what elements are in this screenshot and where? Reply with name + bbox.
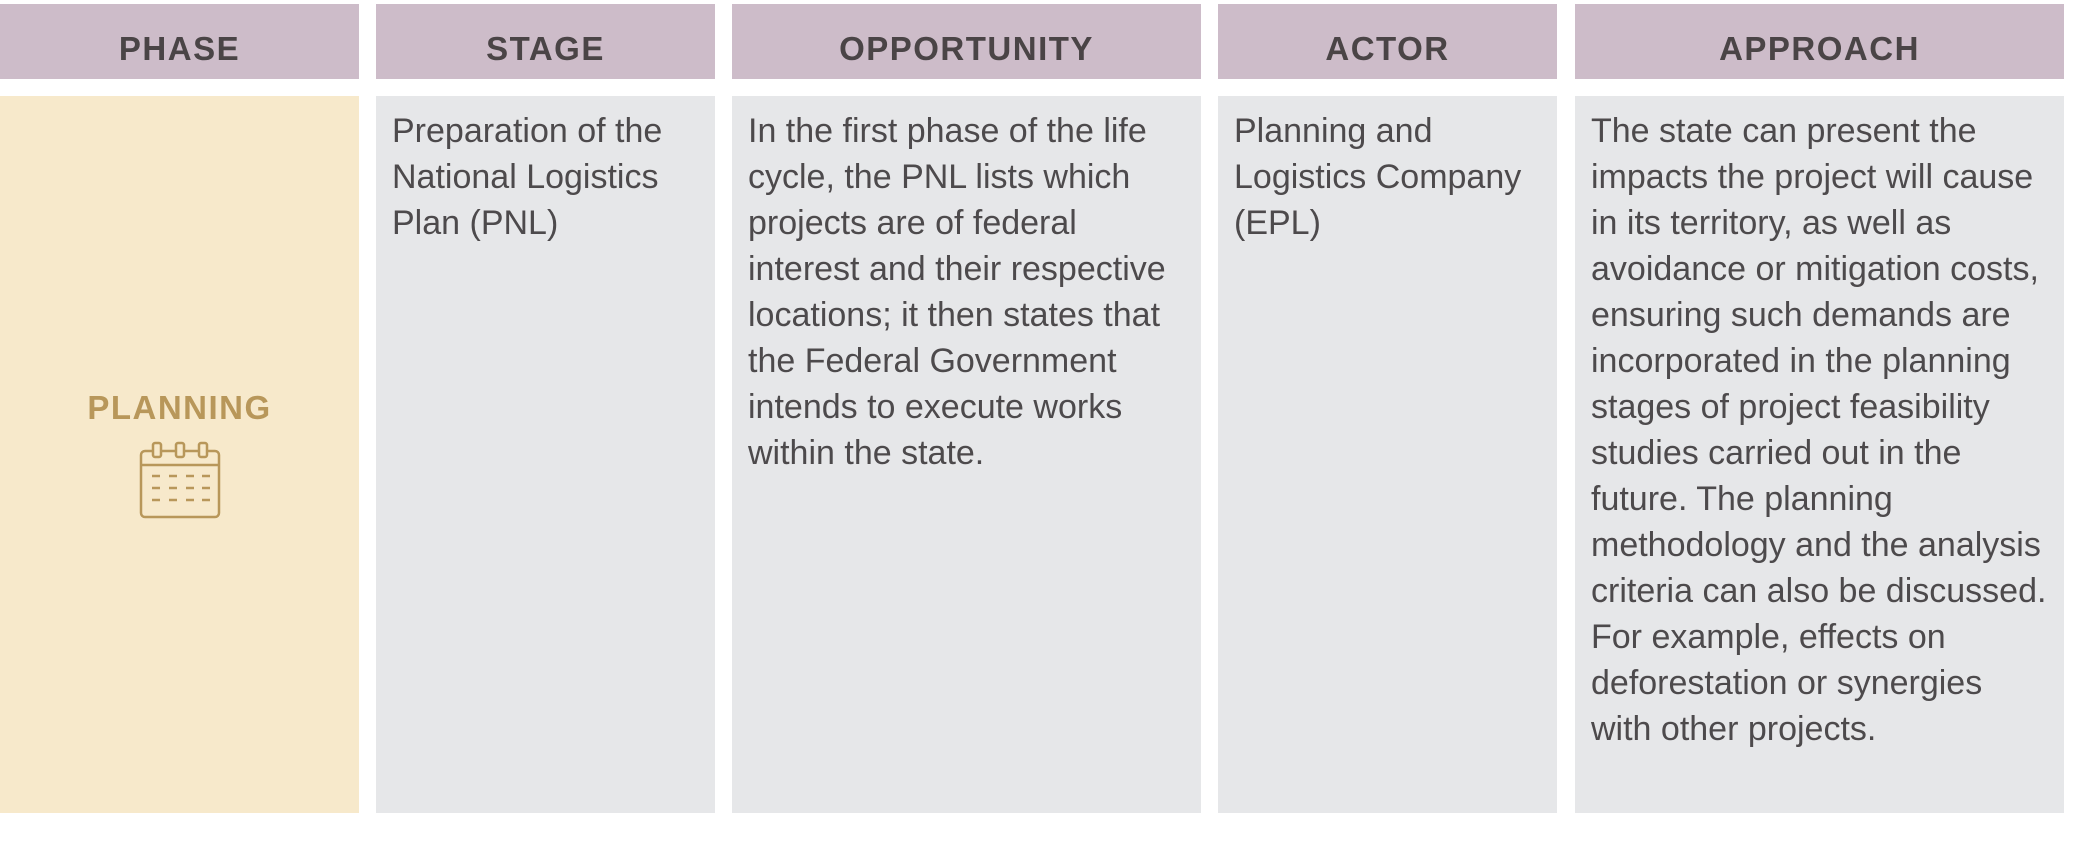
header-stage: STAGE — [376, 4, 715, 79]
header-opportunity: OPPORTUNITY — [732, 4, 1201, 79]
stage-cell: Preparation of the National Logistics Pl… — [376, 96, 715, 813]
calendar-icon — [139, 441, 220, 518]
phase-label: PLANNING — [87, 388, 272, 426]
actor-cell: Planning and Logistics Company (EPL) — [1218, 96, 1557, 813]
phase-cell: PLANNING — [0, 96, 359, 813]
approach-cell: The state can present the impacts the pr… — [1575, 96, 2064, 813]
header-phase: PHASE — [0, 4, 359, 79]
opportunity-cell: In the first phase of the life cycle, th… — [732, 96, 1201, 813]
header-approach: APPROACH — [1575, 4, 2064, 79]
header-actor: ACTOR — [1218, 4, 1557, 79]
